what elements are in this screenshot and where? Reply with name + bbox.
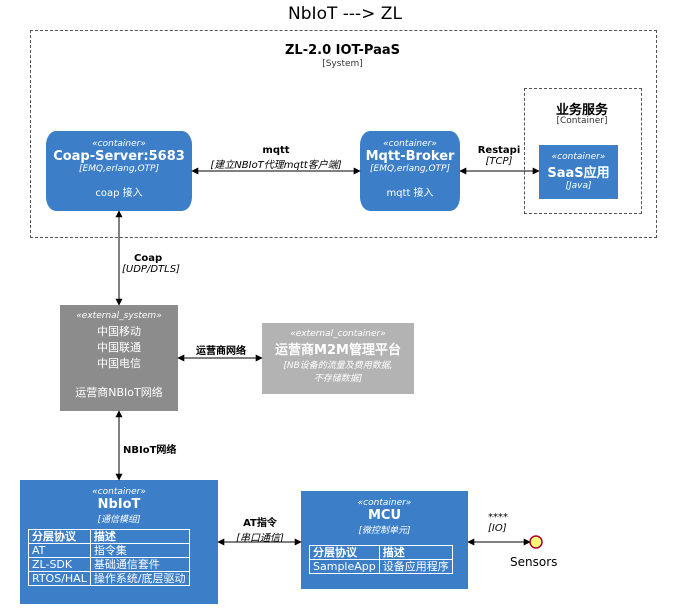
coap-server-name: Coap-Server:5683 (53, 149, 185, 164)
nbiot-container: «container» NbIoT [通信模组] 分层协议 描述 AT 指令集 … (20, 480, 218, 604)
restapi-label-tech: [TCP] (485, 156, 513, 167)
carrier-desc: 运营商NBIoT网络 (75, 386, 163, 399)
saas-tech: [Java] (565, 181, 592, 191)
coap-server-tech: [EMQ,erlang,OTP] (79, 164, 159, 174)
carrier-line-1: 中国移动 (97, 325, 141, 338)
restapi-label: Restapi [TCP] (466, 145, 532, 167)
coap-server-container: «container» Coap-Server:5683 [EMQ,erlang… (46, 131, 192, 211)
saas-stereotype: «container» (551, 152, 606, 162)
nbiot-tech: [通信模组] (97, 515, 141, 525)
system-boundary-title: ZL-2.0 IOT-PaaS (285, 43, 400, 58)
mqtt-broker-tech: [EMQ,erlang,OTP] (370, 164, 450, 174)
io-label-tech: [IO] (488, 523, 507, 534)
m2m-tech-2: 不存储数据] (313, 374, 363, 384)
table-cell: SampleApp (309, 559, 380, 574)
at-label: AT指令 [串口通信] (222, 514, 298, 544)
sensors-label: Sensors (510, 555, 558, 569)
table-cell: 设备应用程序 (378, 559, 453, 574)
business-boundary-title: 业务服务 (555, 103, 608, 118)
mqtt-label-name: mqtt (262, 145, 290, 156)
diagram-title: NbIoT ---> ZL (288, 4, 402, 24)
carrier-system: «external_system» 中国移动 中国联通 中国电信 运营商NBIo… (60, 305, 178, 411)
nbiot-layer-table: 分层协议 描述 AT 指令集 ZL-SDK 基础通信套件 RTOS/HAL 操作… (28, 529, 190, 586)
saas-container: «container» SaaS应用 [Java] (539, 145, 618, 199)
restapi-label-name: Restapi (477, 145, 521, 156)
mqtt-broker-name: Mqtt-Broker (365, 149, 455, 164)
coap-label-tech: [UDP/DTLS] (122, 264, 180, 275)
mcu-stereotype: «container» (357, 498, 412, 508)
m2m-platform: «external_container» 运营商M2M管理平台 [NB设备的流量… (262, 323, 414, 394)
m2m-name: 运营商M2M管理平台 (275, 343, 401, 358)
coap-server-stereotype: «container» (92, 139, 146, 149)
io-label-name: **** (488, 512, 508, 523)
system-boundary-type: [System] (322, 59, 363, 69)
nbiot-net-label-name: NBIoT网络 (123, 445, 177, 456)
mqtt-broker-desc: mqtt 接入 (386, 188, 434, 199)
saas-name: SaaS应用 (547, 166, 610, 181)
mqtt-broker-stereotype: «container» (383, 139, 437, 149)
carrier-net-label: 运营商网络 (186, 342, 256, 357)
nbiot-stereotype: «container» (92, 487, 146, 497)
coap-server-desc: coap 接入 (95, 188, 143, 199)
carrier-line-2: 中国联通 (97, 341, 141, 354)
table-cell: RTOS/HAL (28, 571, 91, 586)
io-label: **** [IO] (488, 512, 508, 534)
m2m-tech-1: [NB设备的流量及费用数据, (283, 361, 393, 371)
business-boundary (524, 88, 642, 214)
carrier-net-label-name: 运营商网络 (196, 346, 246, 357)
mqtt-label: mqtt [建立NBIoT代理mqtt客户端] (192, 145, 360, 171)
at-label-name: AT指令 (243, 518, 277, 529)
system-boundary (30, 30, 657, 238)
table-row: SampleApp 设备应用程序 (309, 559, 453, 574)
business-boundary-type: [Container] (556, 116, 608, 126)
table-header-cell: 分层协议 (309, 545, 380, 560)
nbiot-name: NbIoT (97, 497, 141, 512)
coap-label: Coap [UDP/DTLS] (122, 253, 180, 275)
coap-label-name: Coap (134, 253, 163, 264)
mcu-tech: [微控制单元] (358, 526, 411, 536)
table-header-cell: 描述 (378, 545, 453, 560)
at-label-tech: [串口通信] (236, 533, 284, 544)
mcu-name: MCU (367, 508, 402, 523)
table-row: RTOS/HAL 操作系统/底层驱动 (28, 571, 190, 586)
table-cell: 操作系统/底层驱动 (89, 571, 190, 586)
carrier-line-3: 中国电信 (97, 357, 141, 370)
mcu-layer-table: 分层协议 描述 SampleApp 设备应用程序 (309, 545, 453, 574)
nbiot-net-label: NBIoT网络 (123, 441, 176, 456)
table-cell: 指令集 (89, 543, 190, 558)
mcu-container: «container» MCU [微控制单元] 分层协议 描述 SampleAp… (301, 491, 468, 589)
table-header-row: 分层协议 描述 (309, 545, 453, 560)
mqtt-label-tech: [建立NBIoT代理mqtt客户端] (210, 160, 342, 171)
mqtt-broker-container: «container» Mqtt-Broker [EMQ,erlang,OTP]… (360, 131, 460, 211)
carrier-stereotype: «external_system» (76, 311, 162, 321)
m2m-stereotype: «external_container» (290, 329, 386, 339)
sensors-interface-icon (529, 535, 543, 549)
